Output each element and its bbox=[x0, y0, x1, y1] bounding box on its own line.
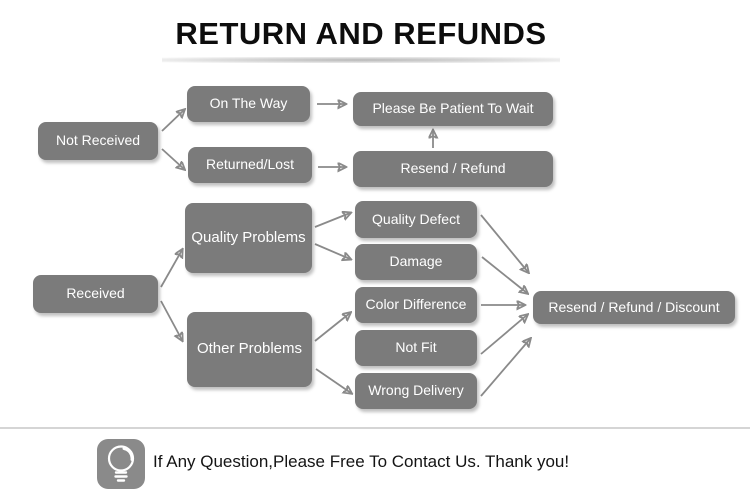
arrow-other-problems-to-color-difference bbox=[314, 313, 350, 342]
node-other-problems: Other Problems bbox=[187, 312, 312, 387]
node-not-fit: Not Fit bbox=[355, 330, 477, 366]
title-underline bbox=[162, 57, 560, 63]
node-quality-problems: Quality Problems bbox=[185, 203, 312, 273]
node-wrong-delivery: Wrong Delivery bbox=[355, 373, 477, 409]
node-resend-refund: Resend / Refund bbox=[353, 151, 553, 187]
arrow-quality-problems-to-damage bbox=[314, 243, 350, 259]
node-damage: Damage bbox=[355, 244, 477, 280]
node-not-received: Not Received bbox=[38, 122, 158, 160]
node-received: Received bbox=[33, 275, 158, 313]
arrow-quality-problems-to-quality-defect bbox=[314, 213, 350, 228]
arrow-not-received-to-on-the-way bbox=[161, 110, 184, 132]
node-on-the-way: On The Way bbox=[187, 86, 310, 122]
arrow-other-problems-to-wrong-delivery bbox=[315, 368, 351, 393]
node-please-wait: Please Be Patient To Wait bbox=[353, 92, 553, 126]
arrow-not-received-to-returned-lost bbox=[161, 148, 184, 169]
node-quality-defect: Quality Defect bbox=[355, 201, 477, 238]
node-returned-lost: Returned/Lost bbox=[188, 147, 312, 183]
lightbulb-icon bbox=[97, 439, 145, 489]
arrow-quality-defect-to-final bbox=[480, 214, 528, 272]
arrow-damage-to-final bbox=[481, 256, 527, 293]
arrow-wrong-delivery-to-final bbox=[480, 339, 530, 397]
footer-message: If Any Question,Please Free To Contact U… bbox=[153, 452, 570, 471]
node-resend-refund-discount: Resend / Refund / Discount bbox=[533, 291, 735, 324]
arrow-received-to-quality-problems bbox=[160, 250, 182, 288]
page-title: RETURN AND REFUNDS bbox=[175, 16, 547, 51]
arrow-received-to-other-problems bbox=[160, 300, 182, 340]
arrow-not-fit-to-final bbox=[480, 315, 527, 355]
footer-divider bbox=[0, 427, 750, 429]
node-color-difference: Color Difference bbox=[355, 287, 477, 323]
